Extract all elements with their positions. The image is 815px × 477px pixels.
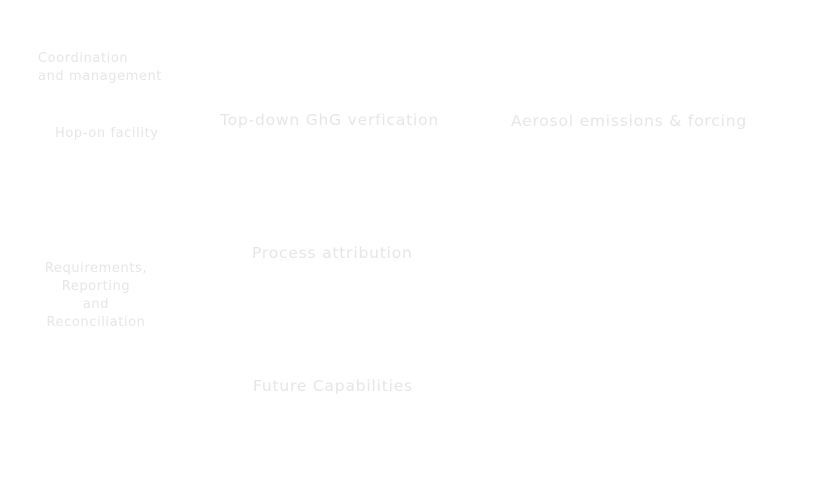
requirements-reporting-reconciliation-label: Requirements, Reporting and Reconciliati… xyxy=(40,260,152,332)
coordination-and-management-label: Coordination and management xyxy=(38,50,162,86)
coordination-line-1: Coordination xyxy=(38,51,129,66)
hop-on-facility-label: Hop-on facility xyxy=(55,126,159,141)
requirements-line-2: Reporting xyxy=(61,279,131,294)
requirements-line-3: and xyxy=(82,297,110,312)
aerosol-emissions-forcing-label: Aerosol emissions & forcing xyxy=(511,112,747,130)
process-attribution-label: Process attribution xyxy=(252,244,413,262)
requirements-line-4: Reconciliation xyxy=(46,315,146,330)
coordination-line-2: and management xyxy=(38,69,163,84)
requirements-line-1: Requirements, xyxy=(44,261,148,276)
future-capabilities-label: Future Capabilities xyxy=(253,377,413,395)
top-down-ghg-verification-label: Top-down GhG verfication xyxy=(220,111,440,129)
